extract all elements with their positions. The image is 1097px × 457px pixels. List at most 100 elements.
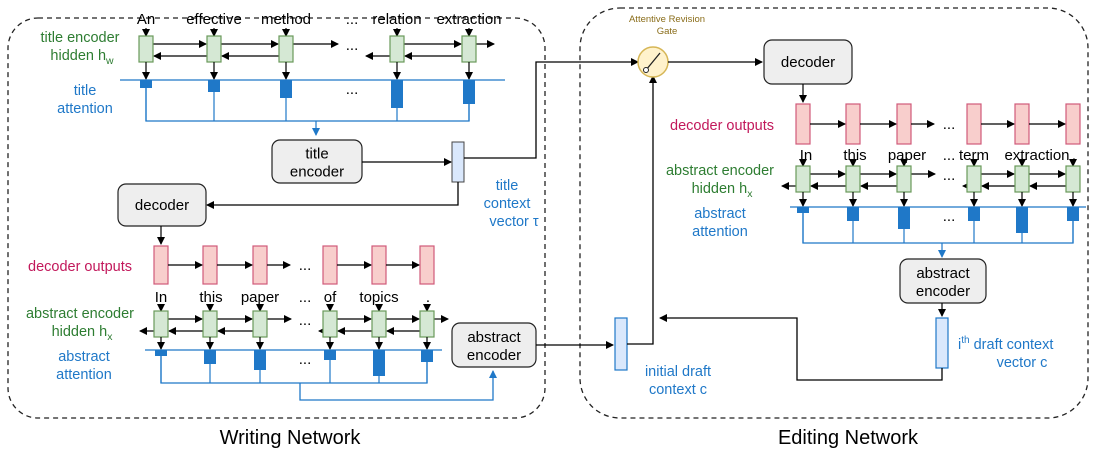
ellipsis: ...	[346, 37, 359, 54]
draft-context-label: ith draft context	[958, 335, 1053, 353]
encoder-hidden-state	[389, 35, 405, 63]
encoder-hidden-state	[845, 165, 861, 193]
ellipsis: ...	[943, 167, 956, 184]
attention-weight	[847, 207, 859, 221]
attention-weight	[968, 207, 980, 221]
title-word: method	[261, 11, 311, 28]
abstract-word: this	[843, 147, 866, 164]
writing-network-panel	[7, 17, 546, 419]
writing-abstract-encoder-box-label: abstract	[467, 329, 521, 346]
ellipsis: ...	[299, 312, 312, 329]
encoder-hidden-state	[371, 310, 387, 338]
draft-context-feedback-arrow	[659, 314, 943, 381]
encoder-hidden-state	[1014, 165, 1030, 193]
title-encoder-label: title encoder	[41, 30, 120, 46]
title-encoder-box-label: title	[305, 146, 328, 163]
abstract-attention-label: abstract	[694, 206, 746, 222]
attention-weight	[324, 350, 336, 360]
initial-draft-context-vector	[614, 317, 628, 371]
abstract-word: this	[199, 289, 222, 306]
attention-weight	[254, 350, 266, 370]
ellipsis: ...	[299, 257, 312, 274]
attention-weight	[463, 80, 475, 104]
title-context-vector	[451, 141, 465, 183]
writing-network-caption: Writing Network	[220, 427, 362, 449]
attention-weight	[155, 350, 167, 356]
decoder-output-state	[845, 103, 861, 145]
abstract-attention-label: attention	[692, 224, 748, 240]
title-encoder-label: hidden hw	[50, 48, 114, 67]
abstract-word: extraction	[1004, 147, 1069, 164]
editing-abstract-encoder-box-label: encoder	[916, 283, 970, 300]
abstract-word: In	[155, 289, 168, 306]
draft-context-label: vector c	[997, 355, 1048, 371]
title-attention-label: title	[74, 83, 97, 99]
attention-weight	[421, 350, 433, 362]
title-encoder-box-label: encoder	[290, 164, 344, 181]
abstract-encoder-label: abstract encoder	[666, 163, 774, 179]
initial-draft-context-label: initial draft	[645, 364, 711, 380]
context-to-decoder-arrow	[206, 182, 459, 209]
gate-label: Gate	[657, 26, 678, 37]
title-context-label: vector τ	[489, 214, 539, 230]
editing-network-panel	[579, 7, 1089, 419]
encoder-hidden-state	[278, 35, 294, 63]
initial-draft-context-label: context c	[649, 382, 707, 398]
decoder-output-state	[966, 103, 982, 145]
attention-collector-line	[160, 356, 428, 384]
attention-weight	[280, 80, 292, 98]
writing-abstract-encoder-box-label: encoder	[467, 347, 521, 364]
encoder-hidden-state	[795, 165, 811, 193]
attention-weight	[204, 350, 216, 364]
attention-weight	[1067, 207, 1079, 221]
abstract-word: paper	[888, 147, 926, 164]
editing-abstract-encoder-box-label: abstract	[916, 265, 970, 282]
decoder-output-state	[202, 245, 218, 285]
attention-weight	[140, 80, 152, 88]
abstract-word: topics	[359, 289, 398, 306]
gate-switch-icon	[643, 67, 649, 73]
abstract-word: .	[426, 289, 430, 306]
title-word: extraction	[436, 11, 501, 28]
abstract-word: ...	[943, 147, 956, 164]
attention-weight	[391, 80, 403, 108]
abstract-word: term	[959, 147, 989, 164]
title-context-label: context	[484, 196, 531, 212]
writing-decoder-box-label: decoder	[135, 197, 189, 214]
encoder-hidden-state	[252, 310, 268, 338]
attention-weight	[373, 350, 385, 376]
attention-weight	[1016, 207, 1028, 233]
encoder-hidden-state	[202, 310, 218, 338]
writing-decoder-box	[117, 183, 207, 227]
attention-collector-line	[802, 213, 1074, 244]
title-context-label: title	[496, 178, 519, 194]
gate-switch-icon	[645, 52, 661, 71]
encoder-hidden-state	[461, 35, 477, 63]
attention-collector-line	[145, 88, 470, 122]
decoder-output-state	[795, 103, 811, 145]
ellipsis: ...	[943, 208, 956, 225]
decoder-outputs-label: decoder outputs	[670, 118, 774, 134]
decoder-output-state	[896, 103, 912, 145]
abstract-word: of	[324, 289, 337, 306]
encoder-hidden-state	[138, 35, 154, 63]
title-word: An	[137, 11, 155, 28]
encoder-hidden-state	[1065, 165, 1081, 193]
decoder-output-state	[419, 245, 435, 285]
draft-context-vector	[935, 317, 949, 369]
title-word: effective	[186, 11, 242, 28]
attention-weight	[797, 207, 809, 213]
encoder-hidden-state	[322, 310, 338, 338]
editing-abstract-encoder-box	[899, 258, 987, 304]
encoder-hidden-state	[153, 310, 169, 338]
decoder-output-state	[1065, 103, 1081, 145]
title-word: ...	[346, 11, 359, 28]
context-to-gate-arrow	[464, 58, 639, 159]
abstract-word: .	[1072, 147, 1076, 164]
encoder-hidden-state	[896, 165, 912, 193]
encoder-hidden-state	[419, 310, 435, 338]
decoder-outputs-label: decoder outputs	[28, 259, 132, 275]
abstract-encoder-label: abstract encoder	[26, 306, 134, 322]
abstract-attention-label: abstract	[58, 349, 110, 365]
